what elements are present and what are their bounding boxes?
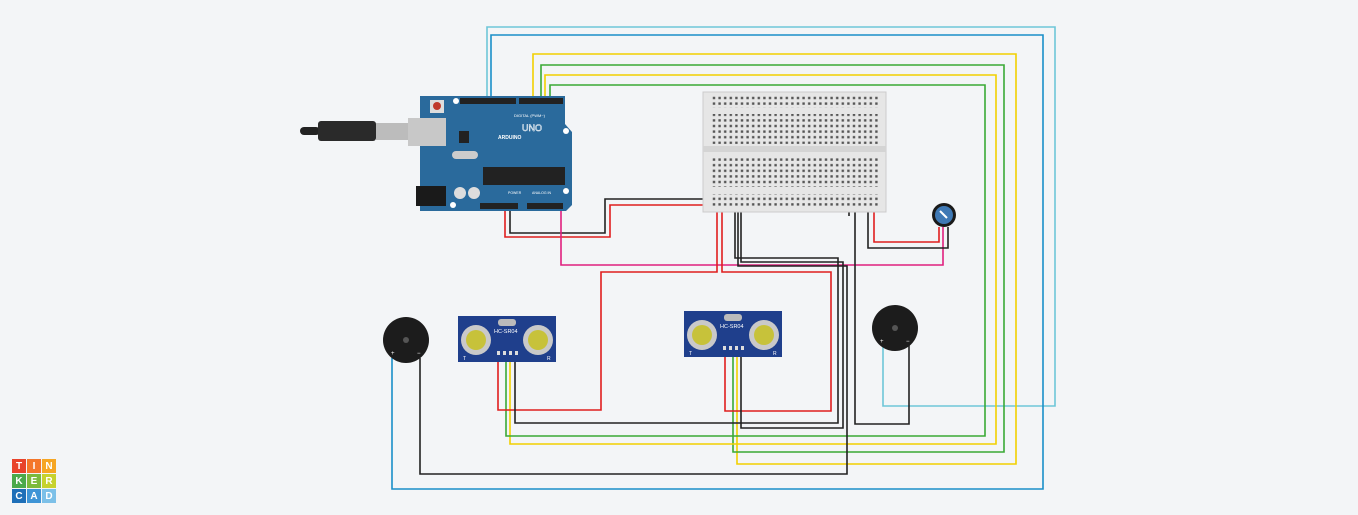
wires (391, 26, 1056, 490)
logo-letter: E (27, 474, 41, 488)
sensor-t-label: T (689, 351, 692, 357)
yellow-wire[interactable] (532, 53, 1017, 465)
arduino-brand: ARDUINO (498, 135, 521, 141)
arduino-model: UNO (522, 123, 542, 133)
red-wire[interactable] (497, 205, 718, 411)
lightblue-wire[interactable] (486, 26, 1056, 407)
logo-letter: T (12, 459, 26, 473)
digital-label: DIGITAL (PWM~) (514, 113, 546, 118)
potentiometer[interactable] (932, 203, 956, 227)
buzzer-minus-label: − (906, 339, 910, 345)
arduino-uno[interactable]: ARDUINO UNO DIGITAL (PWM~) POWER ANALOG … (408, 96, 572, 211)
logo-letter: I (27, 459, 41, 473)
sensor-r-label: R (547, 356, 551, 362)
black-wire[interactable] (854, 205, 910, 425)
logo-letter: D (42, 489, 56, 503)
usb-port (408, 118, 446, 146)
power-jack (416, 186, 446, 206)
crystal (452, 151, 478, 159)
buzzer-plus-label: + (391, 351, 395, 357)
black-wire[interactable] (509, 198, 715, 234)
logo-letter: C (12, 489, 26, 503)
green-wire[interactable] (505, 84, 986, 437)
digital-header-2 (519, 98, 563, 104)
analog-header (527, 203, 563, 209)
sensor-t-label: T (463, 356, 466, 362)
power-header (480, 203, 518, 209)
power-label: POWER (508, 191, 522, 195)
sensor-label: HC-SR04 (494, 329, 518, 335)
yellow-wire[interactable] (509, 74, 997, 445)
sensor-label: HC-SR04 (720, 324, 744, 330)
piezo-buzzer-1[interactable]: + − (383, 317, 429, 363)
red-wire[interactable] (504, 204, 712, 238)
black-wire[interactable] (867, 205, 949, 249)
analog-label: ANALOG IN (532, 191, 552, 195)
buzzer-minus-label: − (417, 351, 421, 357)
blue-wire[interactable] (391, 34, 1044, 490)
red-wire[interactable] (721, 205, 832, 412)
breadboard[interactable] (702, 91, 887, 213)
digital-header-1 (460, 98, 516, 104)
magenta-wire[interactable] (560, 209, 944, 266)
logo-letter: N (42, 459, 56, 473)
black-wire[interactable] (419, 205, 848, 475)
logo-letter: R (42, 474, 56, 488)
buzzer-plus-label: + (880, 339, 884, 345)
usb-cable[interactable] (300, 121, 416, 141)
black-wire[interactable] (740, 205, 844, 429)
piezo-buzzer-2[interactable]: + − (872, 305, 918, 351)
red-wire[interactable] (873, 205, 940, 243)
sensor-r-label: R (773, 351, 777, 357)
ultrasonic-sensor-2[interactable]: HC-SR04 T R (684, 311, 782, 357)
logo-letter: K (12, 474, 26, 488)
ultrasonic-sensor-1[interactable]: HC-SR04 T R (458, 316, 556, 362)
logo-letter: A (27, 489, 41, 503)
microcontroller-chip (483, 167, 565, 185)
black-wire[interactable] (514, 205, 839, 424)
